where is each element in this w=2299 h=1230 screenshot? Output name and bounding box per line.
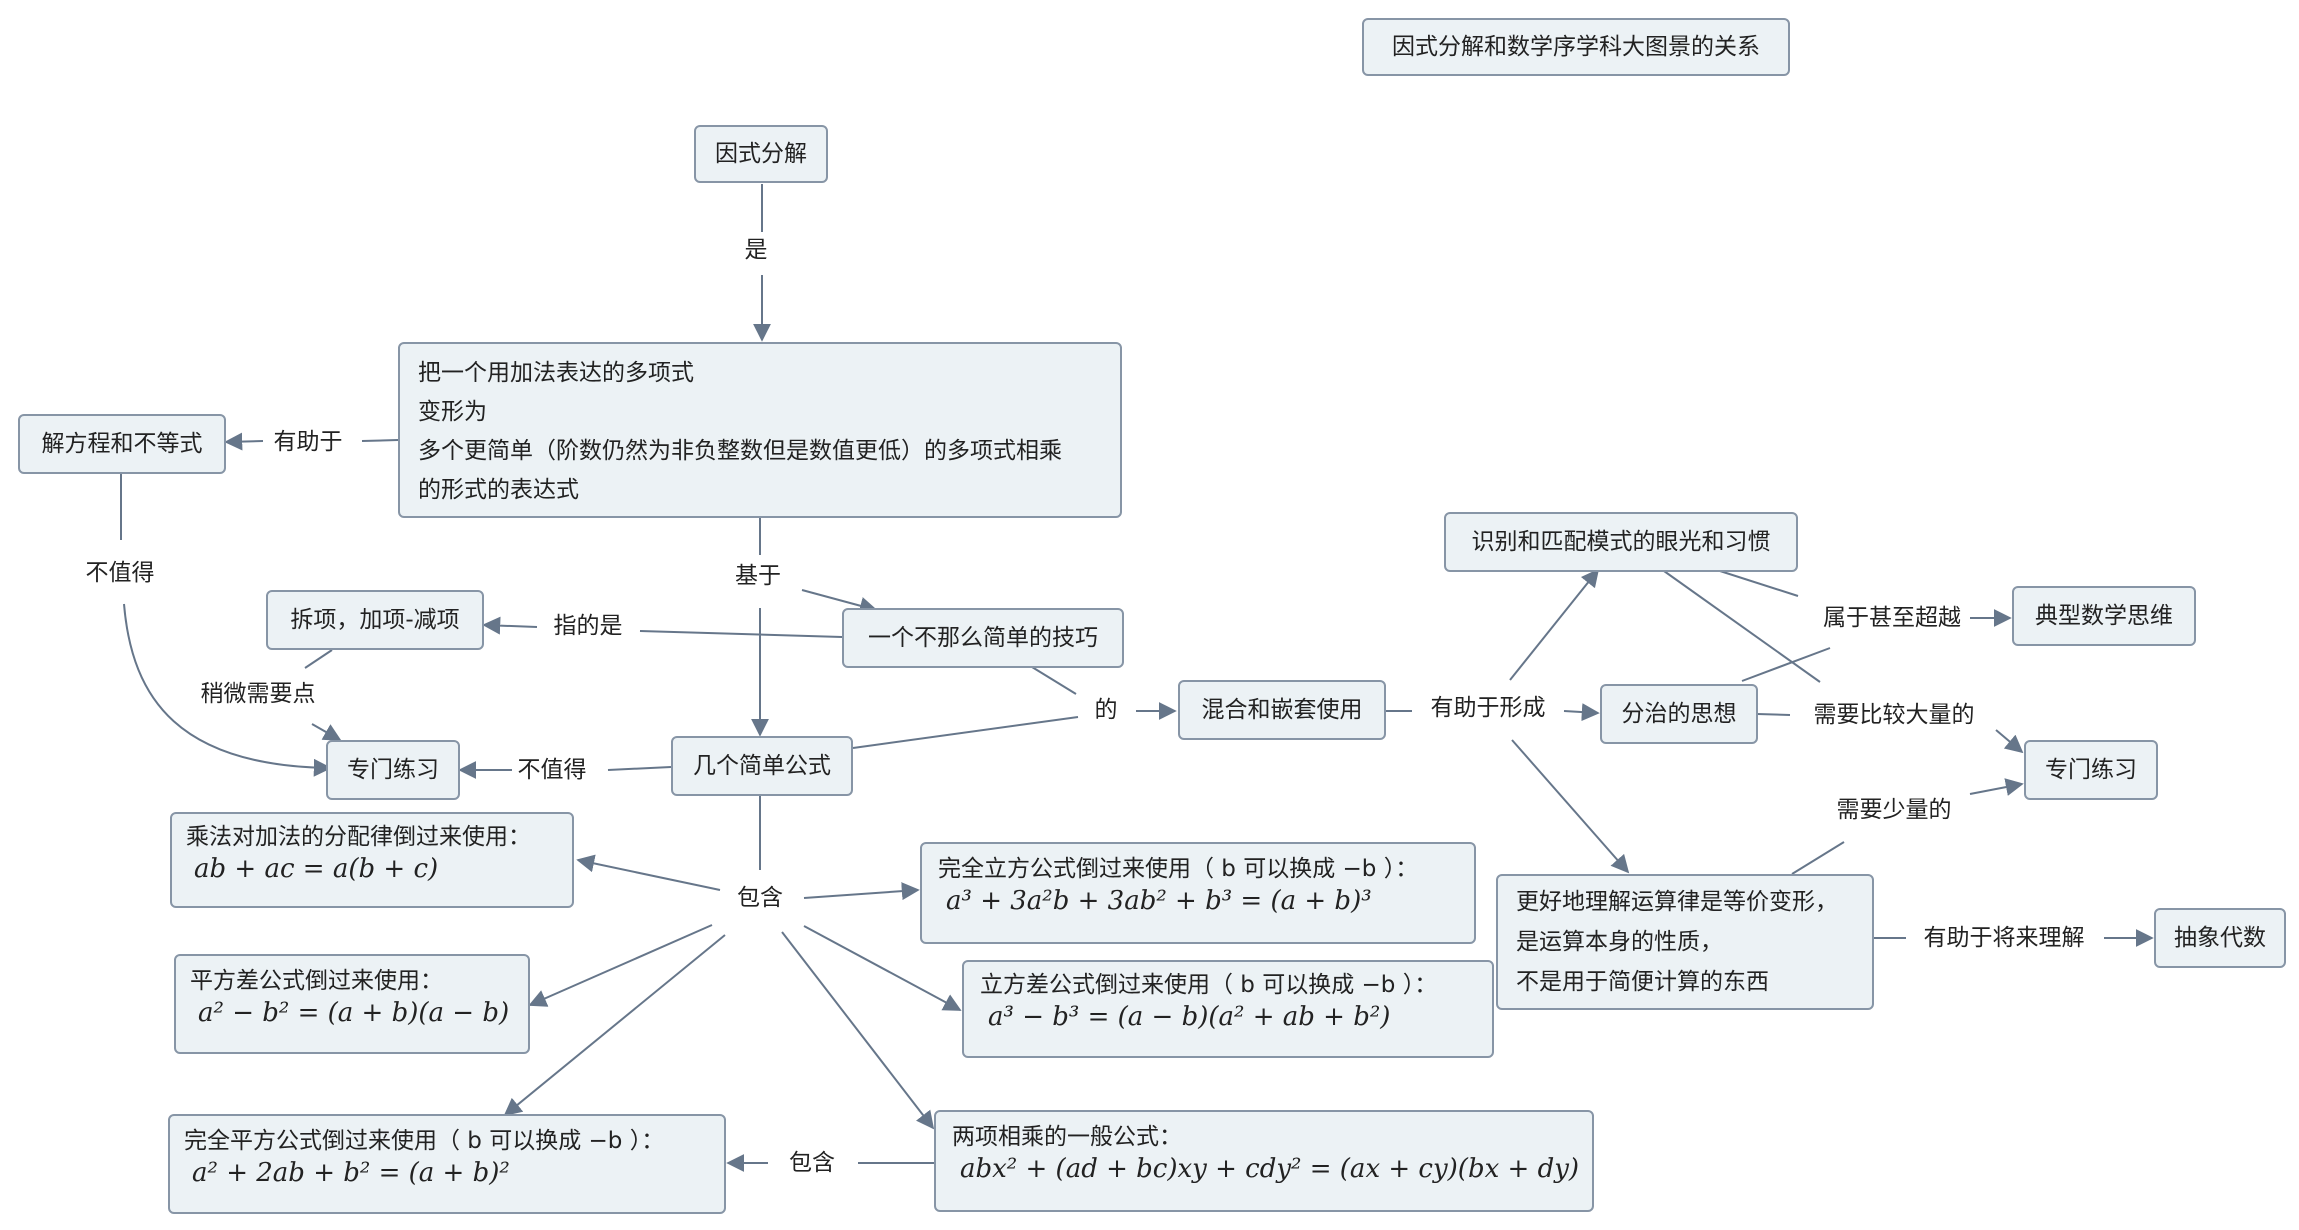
edge-label-not-worth-mid: 不值得 [515, 755, 589, 785]
edge-label-not-worth-left: 不值得 [83, 558, 157, 588]
node-mixed-nested[interactable]: 混合和嵌套使用 [1178, 680, 1386, 740]
diagram-title-text: 因式分解和数学序学科大图景的关系 [1392, 34, 1760, 60]
edge-label-needs-much: 需要比较大量的 [1811, 700, 1977, 730]
node-simple-formulas-label: 几个简单公式 [693, 753, 831, 779]
distributive-text: 乘法对加法的分配律倒过来使用： [186, 824, 531, 850]
node-not-simple-trick-label: 一个不那么简单的技巧 [868, 625, 1098, 651]
node-simple-formulas[interactable]: 几个简单公式 [671, 736, 853, 796]
node-practice-right[interactable]: 专门练习 [2024, 740, 2158, 800]
node-abstract-algebra-label: 抽象代数 [2174, 925, 2266, 951]
perfect-cube-text: 完全立方公式倒过来使用（ b 可以换成 −b ）： [938, 856, 1419, 882]
node-diff-squares[interactable]: 平方差公式倒过来使用： a² − b² = (a + b)(a − b) [174, 954, 530, 1054]
node-diff-cubes[interactable]: 立方差公式倒过来使用（ b 可以换成 −b ）： a³ − b³ = (a − … [962, 960, 1494, 1058]
node-typical-thinking-label: 典型数学思维 [2035, 603, 2173, 629]
node-pattern-recognition-label: 识别和匹配模式的眼光和习惯 [1471, 529, 1771, 555]
node-perfect-square[interactable]: 完全平方公式倒过来使用（ b 可以换成 −b ）： a² + 2ab + b² … [168, 1114, 726, 1214]
edge-label-contains-main: 包含 [735, 883, 785, 913]
diagram-title: 因式分解和数学序学科大图景的关系 [1362, 18, 1790, 76]
node-practice-left[interactable]: 专门练习 [326, 740, 460, 800]
definition-line-3: 多个更简单（阶数仍然为非负整数但是数值更低）的多项式相乘 [418, 438, 1062, 464]
perfect-cube-formula: a³ + 3a²b + 3ab² + b³ = (a + b)³ [946, 886, 1372, 916]
edge-label-slightly-needs: 稍微需要点 [198, 679, 318, 709]
diff-squares-text: 平方差公式倒过来使用： [190, 968, 443, 994]
node-practice-right-label: 专门练习 [2045, 757, 2137, 783]
diff-cubes-text: 立方差公式倒过来使用（ b 可以换成 −b ）： [980, 972, 1438, 998]
edge-label-of: 的 [1092, 695, 1120, 725]
edge-label-helps-form: 有助于形成 [1428, 693, 1548, 723]
definition-line-1: 把一个用加法表达的多项式 [418, 360, 694, 386]
node-split-terms[interactable]: 拆项，加项-减项 [266, 590, 484, 650]
node-pattern-recognition[interactable]: 识别和匹配模式的眼光和习惯 [1444, 512, 1798, 572]
definition-line-2: 变形为 [418, 399, 487, 425]
two-term-product-text: 两项相乘的一般公式： [952, 1124, 1182, 1150]
node-distributive[interactable]: 乘法对加法的分配律倒过来使用： ab + ac = a(b + c) [170, 812, 574, 908]
perfect-square-text: 完全平方公式倒过来使用（ b 可以换成 −b ）： [184, 1128, 665, 1154]
better-understanding-line-2: 是运算本身的性质， [1516, 929, 1723, 955]
edge-label-refers-to: 指的是 [551, 611, 625, 641]
two-term-product-formula: abx² + (ad + bc)xy + cdy² = (ax + cy)(bx… [960, 1154, 1580, 1184]
better-understanding-line-3: 不是用于简便计算的东西 [1516, 969, 1769, 995]
edge-label-helps: 有助于 [271, 427, 345, 457]
edge-label-needs-little: 需要少量的 [1834, 795, 1954, 825]
edge-label-based-on: 基于 [733, 561, 783, 591]
node-divide-conquer-label: 分治的思想 [1621, 701, 1737, 727]
node-perfect-cube[interactable]: 完全立方公式倒过来使用（ b 可以换成 −b ）： a³ + 3a²b + 3a… [920, 842, 1476, 944]
edge-label-belongs-beyond: 属于甚至超越 [1821, 603, 1963, 633]
node-mixed-nested-label: 混合和嵌套使用 [1201, 697, 1363, 723]
node-not-simple-trick[interactable]: 一个不那么简单的技巧 [842, 608, 1124, 668]
node-equations-label: 解方程和不等式 [41, 431, 203, 457]
definition-line-4: 的形式的表达式 [418, 477, 579, 503]
node-factorization-label: 因式分解 [715, 141, 807, 167]
node-divide-conquer[interactable]: 分治的思想 [1600, 684, 1758, 744]
distributive-formula: ab + ac = a(b + c) [194, 854, 439, 884]
edge-label-contains-sub: 包含 [787, 1148, 837, 1178]
better-understanding-line-1: 更好地理解运算律是等价变形， [1516, 889, 1838, 915]
node-definition[interactable]: 把一个用加法表达的多项式 变形为 多个更简单（阶数仍然为非负整数但是数值更低）的… [398, 342, 1122, 518]
node-abstract-algebra[interactable]: 抽象代数 [2154, 908, 2286, 968]
node-practice-left-label: 专门练习 [347, 757, 439, 783]
edge-label-helps-future: 有助于将来理解 [1921, 923, 2087, 953]
node-better-understanding[interactable]: 更好地理解运算律是等价变形， 是运算本身的性质， 不是用于简便计算的东西 [1496, 874, 1874, 1010]
perfect-square-formula: a² + 2ab + b² = (a + b)² [192, 1158, 510, 1188]
edge-label-is: 是 [742, 235, 770, 265]
node-factorization[interactable]: 因式分解 [694, 125, 828, 183]
node-two-term-product[interactable]: 两项相乘的一般公式： abx² + (ad + bc)xy + cdy² = (… [934, 1110, 1594, 1212]
node-equations[interactable]: 解方程和不等式 [18, 414, 226, 474]
diff-squares-formula: a² − b² = (a + b)(a − b) [198, 998, 510, 1028]
node-split-terms-label: 拆项，加项-减项 [290, 607, 460, 633]
diff-cubes-formula: a³ − b³ = (a − b)(a² + ab + b²) [988, 1002, 1391, 1032]
node-typical-thinking[interactable]: 典型数学思维 [2012, 586, 2196, 646]
